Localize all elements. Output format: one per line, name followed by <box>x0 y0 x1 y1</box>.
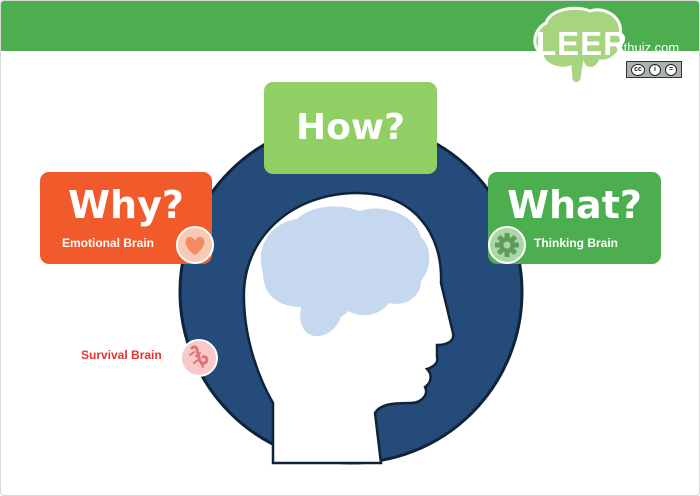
logo-domain: .thuiz.com <box>620 40 680 55</box>
brain-logo-icon <box>533 6 623 85</box>
why-subtitle: Emotional Brain <box>62 236 155 250</box>
survival-brain-label: Survival Brain <box>81 348 162 362</box>
leer-logo[interactable]: LEER .thuiz.com cc i = <box>528 5 698 85</box>
what-box: What? Thinking Brain <box>488 172 661 264</box>
how-title: How? <box>295 107 405 148</box>
logo-text: LEER <box>536 25 629 62</box>
no-derivatives-icon: = <box>665 63 677 76</box>
why-title: Why? <box>68 183 184 227</box>
license-badge[interactable]: cc i = <box>626 61 682 78</box>
heart-icon <box>176 226 214 264</box>
gear-icon <box>488 226 526 264</box>
cc-icon: cc <box>631 63 645 76</box>
attribution-icon: i <box>649 63 661 76</box>
what-subtitle: Thinking Brain <box>534 236 618 250</box>
brain-shape <box>260 206 430 337</box>
what-title: What? <box>507 183 642 227</box>
lizard-icon <box>180 339 218 377</box>
how-box: How? <box>264 82 437 174</box>
